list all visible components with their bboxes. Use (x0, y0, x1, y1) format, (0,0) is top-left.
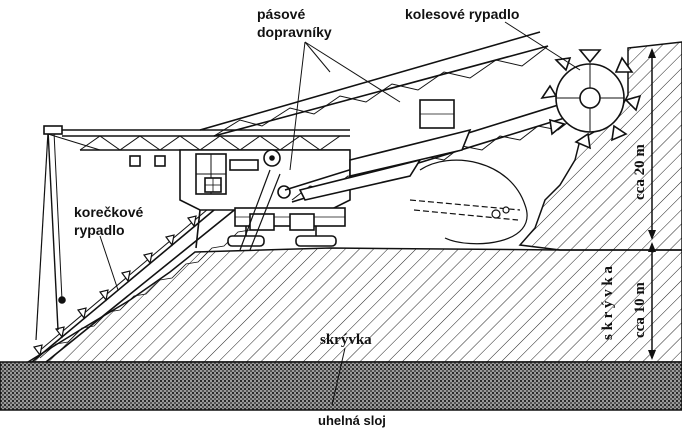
label-bucket-chain-excavator-1: korečkové (74, 204, 143, 220)
label-coal-seam: uhelná sloj (318, 413, 386, 428)
label-depth-lower: cca 10 m (632, 282, 648, 338)
label-overburden-vertical: s k r ý v k a (600, 266, 616, 340)
depth-marker-upper (648, 48, 656, 240)
label-belt-conveyors-1: pásové (257, 6, 305, 22)
label-bucket-chain-excavator-2: rypadlo (74, 222, 125, 238)
label-overburden-center: skrývka (320, 332, 372, 348)
depth-marker-lower (648, 242, 656, 360)
label-bucket-wheel-excavator: kolesové rypadlo (405, 6, 519, 22)
belt-conveyor-boom (284, 91, 611, 203)
ghost-wheel-outline (409, 159, 528, 245)
label-depth-upper: cca 20 m (632, 144, 648, 200)
coal-seam-band (0, 361, 682, 411)
leader-lines (99, 21, 581, 406)
label-belt-conveyors-2: dopravníky (257, 24, 332, 40)
bucket-wheel (540, 49, 642, 150)
